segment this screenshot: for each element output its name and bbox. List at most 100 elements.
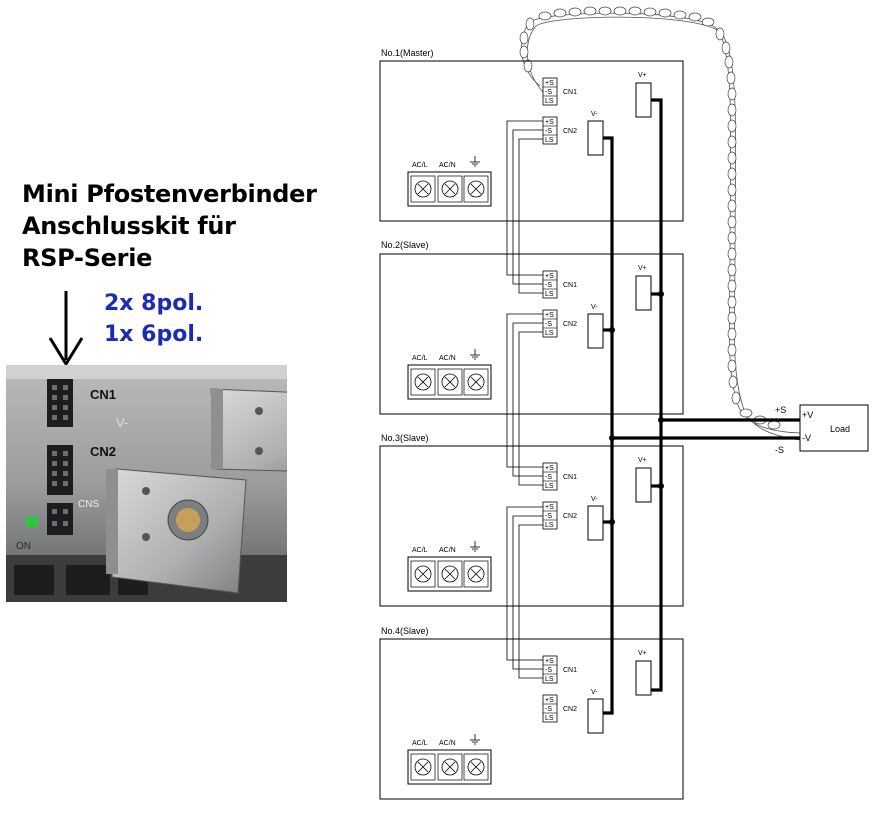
pin-label: +S — [545, 273, 554, 280]
power-bus — [603, 98, 800, 715]
photo-cn2-label: CN2 — [90, 444, 116, 459]
load-plus-v: +V — [802, 410, 813, 420]
pin-label: -S — [545, 128, 552, 135]
sense-link-wires — [506, 120, 543, 679]
pins-8pol: 2x 8pol. — [104, 291, 204, 316]
pin-label: LS — [545, 330, 554, 337]
cn2-connector: +S -S LS CN2 — [542, 694, 577, 723]
pin-label: -S — [545, 474, 552, 481]
ac-n-label: AC/N — [439, 162, 456, 169]
ground-icon — [470, 734, 480, 745]
pin-label: +S — [545, 658, 554, 665]
cn2-connector: +S -S LS CN2 — [542, 116, 577, 145]
v-minus-terminal: V- — [587, 689, 604, 734]
pin-label: LS — [545, 522, 554, 529]
twist-loops — [519, 6, 781, 430]
pin-label: +S — [545, 697, 554, 704]
v-plus-label: V+ — [638, 457, 647, 464]
pin-label: +S — [545, 465, 554, 472]
v-plus-terminal: V+ — [635, 457, 652, 503]
ac-n-label: AC/N — [439, 355, 456, 362]
caption-line-1: Mini Pfostenverbinder — [22, 180, 317, 208]
unit-4-name: No.4(Slave) — [381, 626, 429, 636]
screw-terminal-icon — [437, 560, 463, 588]
screw-terminal-icon — [410, 175, 436, 203]
unit-4: No.4(Slave) — [379, 626, 684, 800]
pin-label: +S — [545, 119, 554, 126]
pin-label: +S — [545, 80, 554, 87]
pin-label: LS — [545, 137, 554, 144]
ground-icon — [470, 541, 480, 552]
screw-terminal-icon — [463, 560, 489, 588]
caption: Mini Pfostenverbinder Anschlusskit für R… — [22, 178, 317, 274]
unit-1: No.1(Master) — [379, 48, 684, 222]
cn1-connector-label: CN1 — [563, 474, 577, 481]
v-minus-terminal: V- — [587, 496, 604, 541]
cn2-connector-label: CN2 — [563, 706, 577, 713]
load-box: Load +V -V +S -S — [775, 404, 869, 455]
cns-header — [47, 503, 73, 535]
v-minus-label: V- — [591, 111, 598, 118]
ac-l-label: AC/L — [412, 162, 428, 169]
ac-input-terminal: AC/L AC/N — [407, 156, 492, 207]
upper-bus-bar — [210, 388, 287, 472]
cn2-connector-label: CN2 — [563, 321, 577, 328]
load-label: Load — [830, 424, 850, 434]
load-minus-s: -S — [775, 445, 784, 455]
v-minus-label: V- — [591, 496, 598, 503]
pin-label: -S — [545, 89, 552, 96]
photo-v-minus-label: V- — [116, 415, 128, 430]
cn1-connector-label: CN1 — [563, 282, 577, 289]
screw-terminal-icon — [463, 753, 489, 781]
screw-terminal-icon — [437, 368, 463, 396]
load-plus-s: +S — [775, 405, 786, 415]
pin-label: LS — [545, 715, 554, 722]
ground-icon — [470, 156, 480, 167]
screw-terminal-icon — [437, 175, 463, 203]
screw-terminal-icon — [410, 560, 436, 588]
load-minus-v: -V — [802, 433, 811, 443]
pin-label: -S — [545, 513, 552, 520]
pins-6pol: 1x 6pol. — [104, 322, 204, 347]
pin-label: LS — [545, 676, 554, 683]
screw-terminal-icon — [410, 753, 436, 781]
v-plus-label: V+ — [638, 72, 647, 79]
v-plus-label: V+ — [638, 650, 647, 657]
caption-line-2: Anschlusskit für — [22, 212, 236, 240]
v-minus-terminal: V- — [587, 111, 604, 156]
photo-cn1-label: CN1 — [90, 387, 116, 402]
caption-line-3: RSP-Serie — [22, 244, 153, 272]
v-plus-terminal: V+ — [635, 72, 652, 118]
ac-n-label: AC/N — [439, 547, 456, 554]
pin-label: -S — [545, 667, 552, 674]
ac-l-label: AC/L — [412, 740, 428, 747]
v-plus-terminal: V+ — [635, 650, 652, 696]
junction-dots — [609, 291, 664, 525]
v-minus-label: V- — [591, 304, 598, 311]
pin-label: LS — [545, 98, 554, 105]
status-led — [26, 517, 38, 527]
unit-3-name: No.3(Slave) — [381, 433, 429, 443]
cn2-connector-label: CN2 — [563, 513, 577, 520]
cn1-connector-label: CN1 — [563, 667, 577, 674]
screw-terminal-icon — [437, 753, 463, 781]
pin-label: +S — [545, 504, 554, 511]
pin-label: -S — [545, 321, 552, 328]
lower-bus-bar — [106, 468, 247, 594]
cn2-connector-label: CN2 — [563, 128, 577, 135]
v-minus-label: V- — [591, 689, 598, 696]
pin-label: -S — [545, 282, 552, 289]
cn2-header — [47, 445, 73, 495]
pin-label: -S — [545, 706, 552, 713]
cn1-connector: +S -S LS CN1 — [542, 655, 577, 684]
